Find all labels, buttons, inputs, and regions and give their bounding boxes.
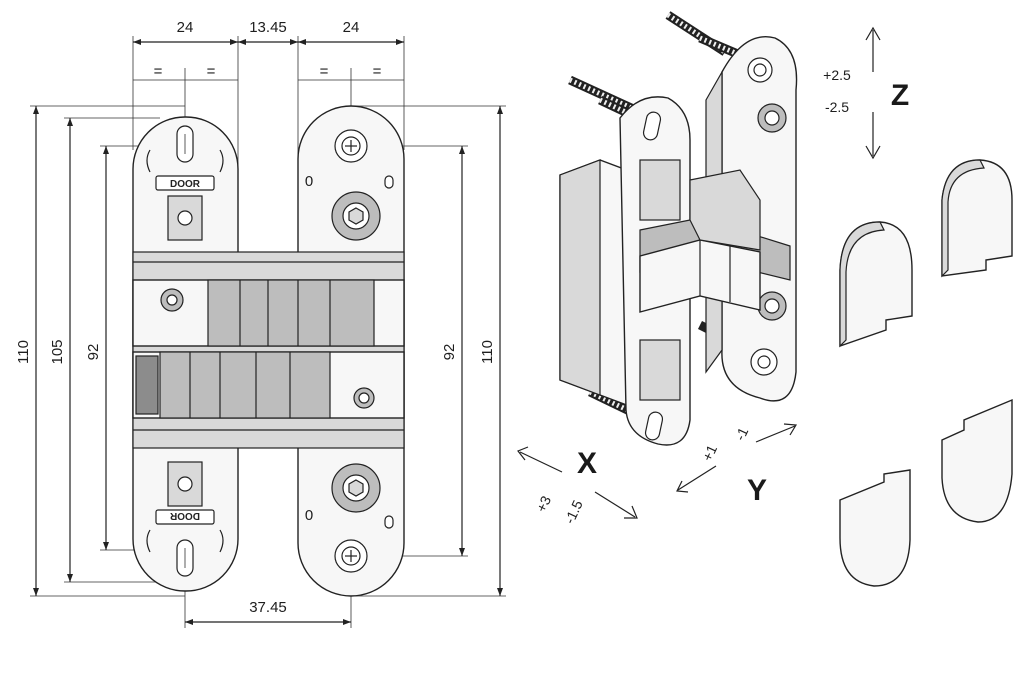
x-minus-label: -1.5 (561, 497, 586, 526)
z-minus-label: -2.5 (825, 99, 849, 115)
zero-mark-top: 0 (305, 173, 313, 190)
dimension-lines (30, 36, 506, 628)
dim-eq-1: = (154, 63, 163, 80)
y-axis-indicator: Y +1 -1 (676, 423, 798, 507)
zero-mark-bottom: 0 (305, 507, 313, 524)
dimension-arrowheads (33, 39, 503, 625)
hinge-front-view: DOOR DOOR 0 0 (132, 105, 405, 597)
cover-cap-bottom-right (941, 398, 1013, 523)
door-label-bottom: DOOR (169, 510, 200, 521)
dim-right-outer: 110 (479, 340, 496, 364)
x-axis-label: X (577, 447, 597, 480)
dim-right-inner: 92 (441, 344, 458, 361)
cover-cap-bottom-left (839, 469, 911, 587)
z-axis-indicator: +2.5 -2.5 Z (823, 26, 909, 160)
door-label-top: DOOR (170, 179, 201, 190)
dim-eq-2: = (207, 63, 216, 80)
dim-left-inner: 92 (85, 344, 102, 361)
dim-left-outer: 110 (15, 340, 32, 364)
cover-caps (839, 159, 1013, 587)
y-axis-label: Y (747, 474, 767, 507)
dim-bottom-span: 37.45 (249, 599, 287, 616)
y-minus-label: -1 (732, 425, 752, 443)
hinge-isometric-view (559, 11, 798, 446)
dim-top-gap: 13.45 (249, 19, 287, 36)
dim-eq-3: = (320, 63, 329, 80)
z-plus-label: +2.5 (823, 67, 851, 83)
dim-top-left: 24 (177, 19, 194, 36)
dim-eq-4: = (373, 63, 382, 80)
dim-left-mid: 105 (49, 339, 66, 364)
y-plus-label: +1 (699, 442, 720, 463)
x-axis-indicator: X +3 -1.5 (517, 446, 638, 526)
z-axis-label: Z (891, 79, 909, 112)
dim-top-right: 24 (343, 19, 360, 36)
x-plus-label: +3 (533, 493, 554, 514)
